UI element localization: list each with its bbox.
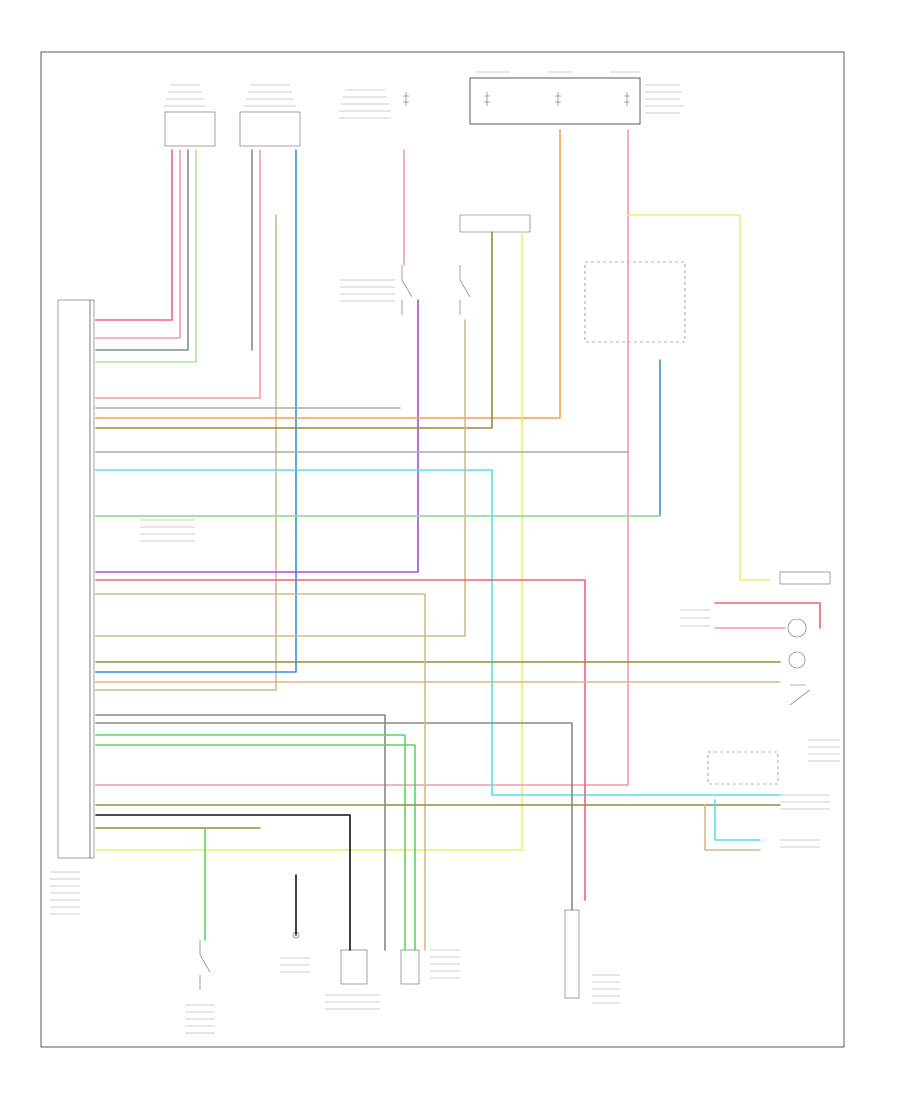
bottom-connector [564, 909, 580, 999]
wire-tan-5 [704, 804, 761, 851]
wire-tan-4 [95, 593, 426, 951]
illegible-labels [50, 71, 840, 1034]
brake-switch [401, 265, 413, 315]
wire-orange-1 [95, 129, 561, 419]
wire-green-4 [95, 744, 416, 951]
top-component-box-1 [164, 111, 216, 147]
wires [95, 129, 821, 951]
wire-green-3 [95, 734, 406, 951]
wire-blue-1 [95, 149, 297, 673]
wire-olive-1 [95, 231, 493, 429]
wire-blue-2 [95, 359, 661, 517]
junction-bar [459, 214, 531, 233]
wire-tan-2 [95, 319, 466, 637]
top-component-box-2 [239, 111, 301, 147]
wire-tan-1 [95, 214, 277, 691]
wire-red-1 [95, 149, 173, 321]
fuse-box [469, 77, 641, 125]
diagram-frame [40, 51, 845, 1048]
wire-gray-1 [95, 149, 189, 351]
wire-cyan-1 [95, 469, 781, 796]
ecm-connector-block [57, 299, 95, 859]
wire-pink-main [95, 129, 629, 786]
wire-pink-3 [95, 149, 261, 399]
relay-box [584, 261, 686, 343]
right-indicators [707, 571, 831, 785]
wire-green-1 [95, 149, 197, 363]
vss-sensor [340, 949, 368, 985]
wire-gray-4 [95, 714, 386, 951]
wire-yellow-1 [95, 231, 523, 851]
wire-black-1 [95, 814, 351, 951]
wire-cyan-2 [714, 799, 761, 841]
fuse-symbols [403, 92, 630, 106]
wire-gray-5 [95, 722, 573, 911]
wire-pink-1 [95, 149, 181, 339]
park-neutral-switch [199, 940, 211, 990]
wire-purple-1 [95, 299, 419, 573]
wire-red-2 [95, 579, 586, 901]
shift-solenoid-box [400, 949, 420, 985]
clutch-switch [459, 265, 471, 315]
wire-red-3 [714, 602, 821, 629]
wire-yellow-2 [627, 214, 771, 581]
